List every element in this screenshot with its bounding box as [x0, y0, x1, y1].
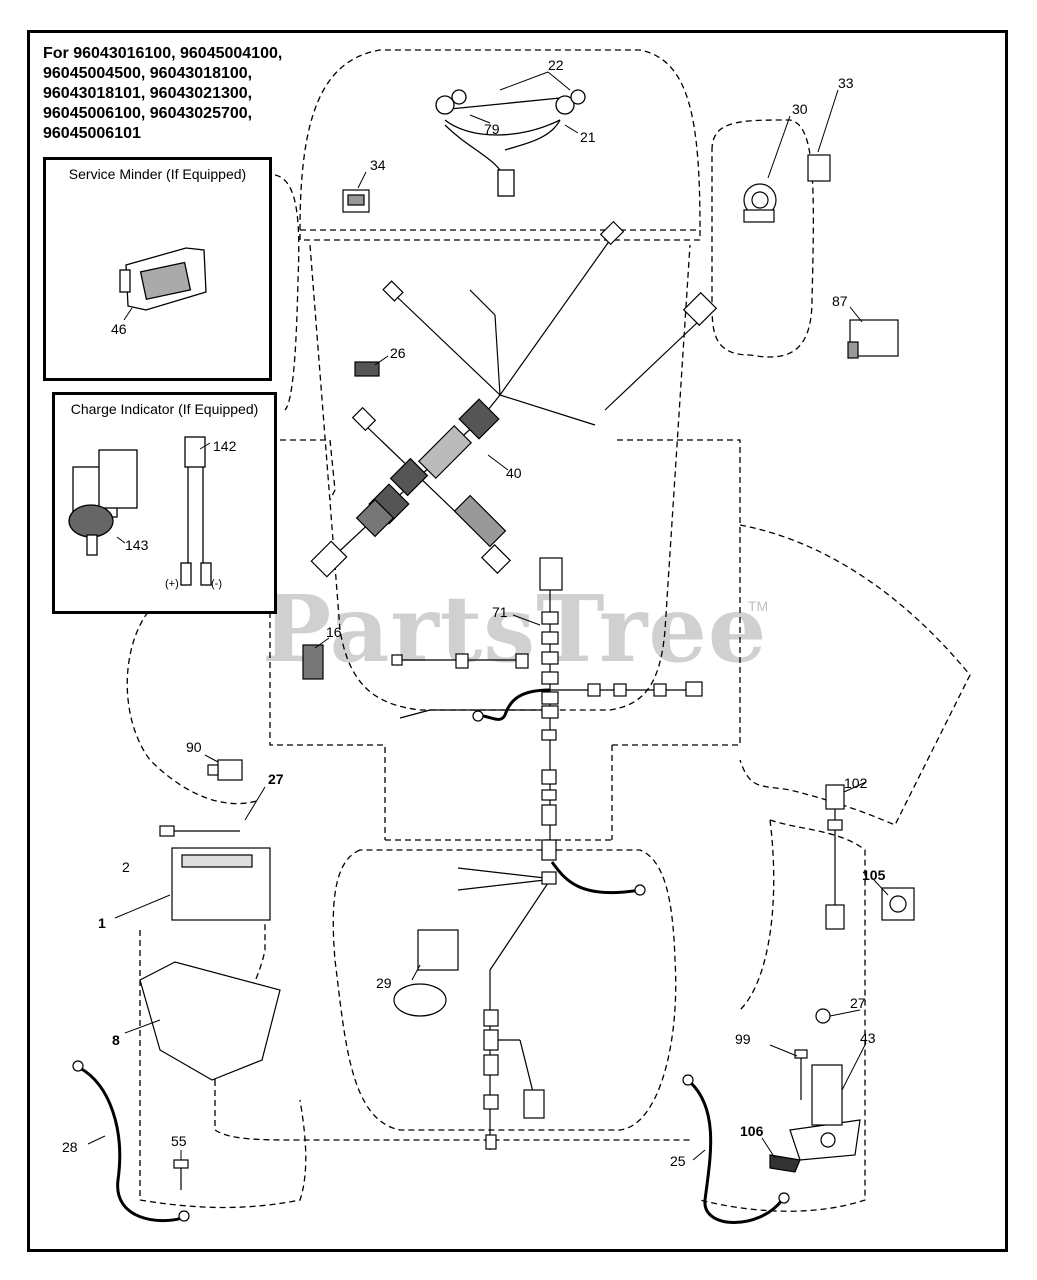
model-line: 96045004500, 96043018100,	[43, 65, 253, 82]
headlight-harness	[435, 89, 586, 197]
part-label-34: 34	[370, 157, 386, 173]
positive-terminal-label: (+)	[165, 578, 179, 590]
part-label-1: 1	[98, 915, 106, 931]
part-label-55: 55	[171, 1133, 187, 1149]
cable-terminal	[178, 1210, 190, 1222]
part-label-16: 16	[326, 624, 342, 640]
part-105-solenoid	[881, 887, 915, 921]
cable-terminal	[634, 884, 646, 896]
diagram-frame	[27, 30, 1008, 1252]
part-label-71: 71	[492, 604, 508, 620]
part-label-27a: 27	[268, 771, 284, 787]
part-label-28: 28	[62, 1139, 78, 1155]
part-27-nut	[815, 1008, 831, 1024]
part-43-bracket	[789, 1064, 861, 1161]
cable-terminal	[778, 1192, 790, 1204]
cable-terminal	[682, 1074, 694, 1086]
part-label-8: 8	[112, 1032, 120, 1048]
part-label-90: 90	[186, 739, 202, 755]
part-26-fuse	[354, 361, 380, 377]
part-label-2: 2	[122, 859, 130, 875]
part-labels: 22 79 21 34 30 33 87 26 40 71 16 90 27 2…	[62, 57, 886, 1169]
model-numbers: For 96043016100, 96045004100, 9604500450…	[43, 44, 343, 144]
part-33-key	[807, 154, 831, 182]
part-label-102: 102	[844, 775, 868, 791]
harness-71	[395, 557, 700, 1150]
battery-cables	[79, 1066, 784, 1224]
model-line: 96045006101	[43, 125, 141, 142]
part-label-40: 40	[506, 465, 522, 481]
part-label-21: 21	[580, 129, 596, 145]
part-label-29: 29	[376, 975, 392, 991]
part-label-99: 99	[735, 1031, 751, 1047]
watermark-tm: TM	[748, 598, 769, 614]
part-29-switch	[393, 929, 459, 1017]
part-2-bolt	[159, 825, 240, 837]
part-label-33: 33	[838, 75, 854, 91]
part-1-battery	[171, 847, 271, 921]
cable-terminal	[472, 710, 484, 722]
charge-indicator-inset: Charge Indicator (If Equipped) 142 143 (…	[52, 392, 277, 614]
chassis-outline	[126, 49, 971, 1212]
part-label-26: 26	[390, 345, 406, 361]
model-line: 96043018101, 96043021300,	[43, 85, 253, 102]
service-minder-illustration: 46	[111, 247, 207, 337]
charge-indicator-title: Charge Indicator (If Equipped)	[70, 401, 259, 417]
part-label-25: 25	[670, 1153, 686, 1169]
harness-sleeves	[310, 220, 718, 578]
part-87-switch	[847, 319, 899, 359]
negative-terminal-label: (-)	[211, 578, 222, 590]
part-label-46: 46	[111, 321, 127, 337]
charge-indicator-illustration: 142 143 (+) (-)	[68, 436, 237, 590]
part-8-tray	[139, 961, 281, 1081]
part-label-43: 43	[860, 1030, 876, 1046]
part-label-105: 105	[862, 867, 886, 883]
part-55-screw	[173, 1159, 189, 1190]
part-90-plug	[207, 759, 243, 781]
model-line: 96045006100, 96043025700,	[43, 105, 253, 122]
part-102-connector	[825, 784, 845, 930]
service-minder-title: Service Minder (If Equipped)	[68, 166, 247, 182]
part-label-27b: 27	[850, 995, 866, 1011]
part-label-142: 142	[213, 438, 237, 454]
part-label-79: 79	[484, 121, 500, 137]
part-106-clip	[769, 1154, 801, 1173]
part-16-relay	[302, 644, 324, 680]
part-label-106: 106	[740, 1123, 764, 1139]
cable-terminal	[72, 1060, 84, 1072]
service-minder-inset: Service Minder (If Equipped) 46	[43, 157, 272, 381]
part-99-bolt	[794, 1049, 808, 1100]
part-label-30: 30	[792, 101, 808, 117]
part-30-ignition	[743, 183, 777, 223]
part-label-87: 87	[832, 293, 848, 309]
watermark-logo: PartsTree	[262, 575, 768, 683]
model-line: For 96043016100, 96045004100,	[43, 45, 283, 62]
harness-71-connectors	[391, 611, 703, 1150]
part-34-switch	[342, 189, 370, 213]
part-label-22: 22	[548, 57, 564, 73]
part-label-143: 143	[125, 537, 149, 553]
